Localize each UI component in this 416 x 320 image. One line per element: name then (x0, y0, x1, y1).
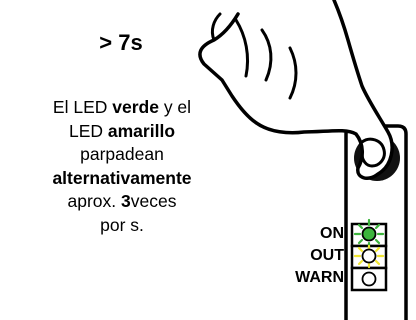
emphasis-count: 3 (121, 191, 131, 211)
led-out-yellow-icon (353, 244, 385, 269)
instruction-line-2: LED amarillo (0, 120, 244, 144)
instruction-line-5: aprox. 3veces (0, 190, 244, 214)
led-label-out: OUT (310, 247, 344, 264)
hand-icon (198, 0, 394, 180)
duration-label: > 7s (99, 30, 143, 55)
led-label-warn: WARN (295, 269, 344, 286)
instruction-text: El LED verde y el LED amarillo parpadean… (0, 96, 244, 237)
instruction-line-1: El LED verde y el (0, 96, 244, 120)
instruction-line-3: parpadean (80, 144, 164, 164)
text-part: aprox. (67, 191, 122, 211)
led-warn-off-icon (361, 271, 377, 287)
emphasis-yellow: amarillo (107, 120, 176, 141)
emphasis-green: verde (112, 97, 159, 117)
text-part: El LED (52, 97, 113, 117)
text-part: LED (68, 120, 108, 141)
instruction-line-6: por s. (100, 214, 144, 235)
instruction-line-4: alternativamente (52, 167, 192, 188)
text-part: y el (158, 97, 192, 117)
text-part: veces (130, 191, 177, 211)
led-on-green-icon (353, 218, 385, 250)
led-label-on: ON (320, 225, 344, 242)
